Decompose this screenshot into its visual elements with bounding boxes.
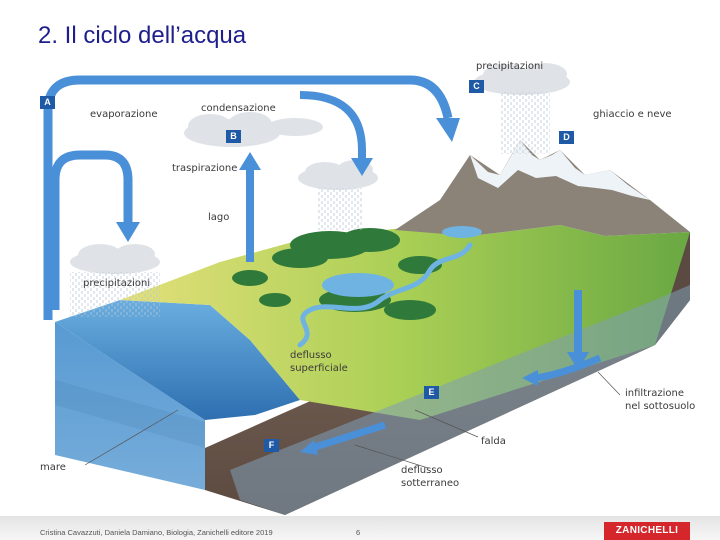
terrain-block <box>55 140 690 515</box>
label-evaporazione: evaporazione <box>90 109 158 120</box>
badge-d: D <box>559 131 574 144</box>
cloud-left <box>70 244 160 274</box>
badge-b: B <box>226 130 241 143</box>
label-precipitazioni-top: precipitazioni <box>476 61 544 72</box>
sea-side-face <box>55 322 205 490</box>
footer-credit: Cristina Cavazzuti, Daniela Damiano, Bio… <box>40 528 273 537</box>
label-condensazione: condensazione <box>201 103 276 114</box>
label-deflusso-superficiale-1: deflusso <box>290 350 332 361</box>
transpiration-arrowhead <box>239 152 261 170</box>
leader-lines <box>84 371 621 469</box>
publisher-logo: ZANICHELLI <box>604 522 690 540</box>
inner-evaporation-arrowhead <box>116 222 140 242</box>
label-ghiaccio-e-neve: ghiaccio e neve <box>593 109 672 120</box>
label-precipitazioni-left: precipitazioni <box>83 278 151 289</box>
label-deflusso-superficiale-2: superficiale <box>290 363 348 374</box>
cloud-center <box>298 160 378 190</box>
rain-center <box>318 188 363 230</box>
mountain-range <box>395 140 690 236</box>
cloud-right <box>474 63 570 95</box>
label-falda: falda <box>481 436 506 447</box>
river <box>297 242 473 348</box>
label-infiltrazione-1: infiltrazione <box>625 388 684 399</box>
label-traspirazione: traspirazione <box>172 163 238 174</box>
badge-e: E <box>424 386 439 399</box>
infiltration-arrowhead <box>567 352 589 370</box>
surface-runoff-arrow <box>534 354 602 382</box>
condensation-arrow <box>299 91 366 160</box>
mountain-snow <box>470 140 650 200</box>
page-number: 6 <box>356 528 361 537</box>
label-deflusso-sotterraneo-1: deflusso <box>401 465 443 476</box>
groundwater-flow-arrow <box>310 421 387 452</box>
footer-bar <box>0 516 720 540</box>
cloud-condensation <box>184 112 323 147</box>
badge-c: C <box>469 80 484 93</box>
mountain-lake <box>442 226 482 238</box>
lake <box>322 273 394 297</box>
slide-title: 2. Il ciclo dell’acqua <box>38 22 247 49</box>
surface-runoff-arrowhead <box>522 370 538 386</box>
badge-a: A <box>40 96 55 109</box>
label-mare: mare <box>40 462 66 473</box>
groundwater-flow-arrowhead <box>300 440 318 455</box>
label-lago: lago <box>208 212 230 223</box>
condensation-arrowhead <box>351 158 373 176</box>
label-deflusso-sotterraneo-2: sotterraneo <box>401 478 460 489</box>
label-infiltrazione-2: nel sottosuolo <box>625 401 696 412</box>
sea-surface <box>55 300 300 420</box>
evaporation-arrowhead <box>436 118 460 142</box>
badge-f: F <box>264 439 279 452</box>
rain-right <box>500 92 550 154</box>
inner-evaporation-arrow <box>50 150 133 310</box>
rain-left <box>70 272 160 317</box>
